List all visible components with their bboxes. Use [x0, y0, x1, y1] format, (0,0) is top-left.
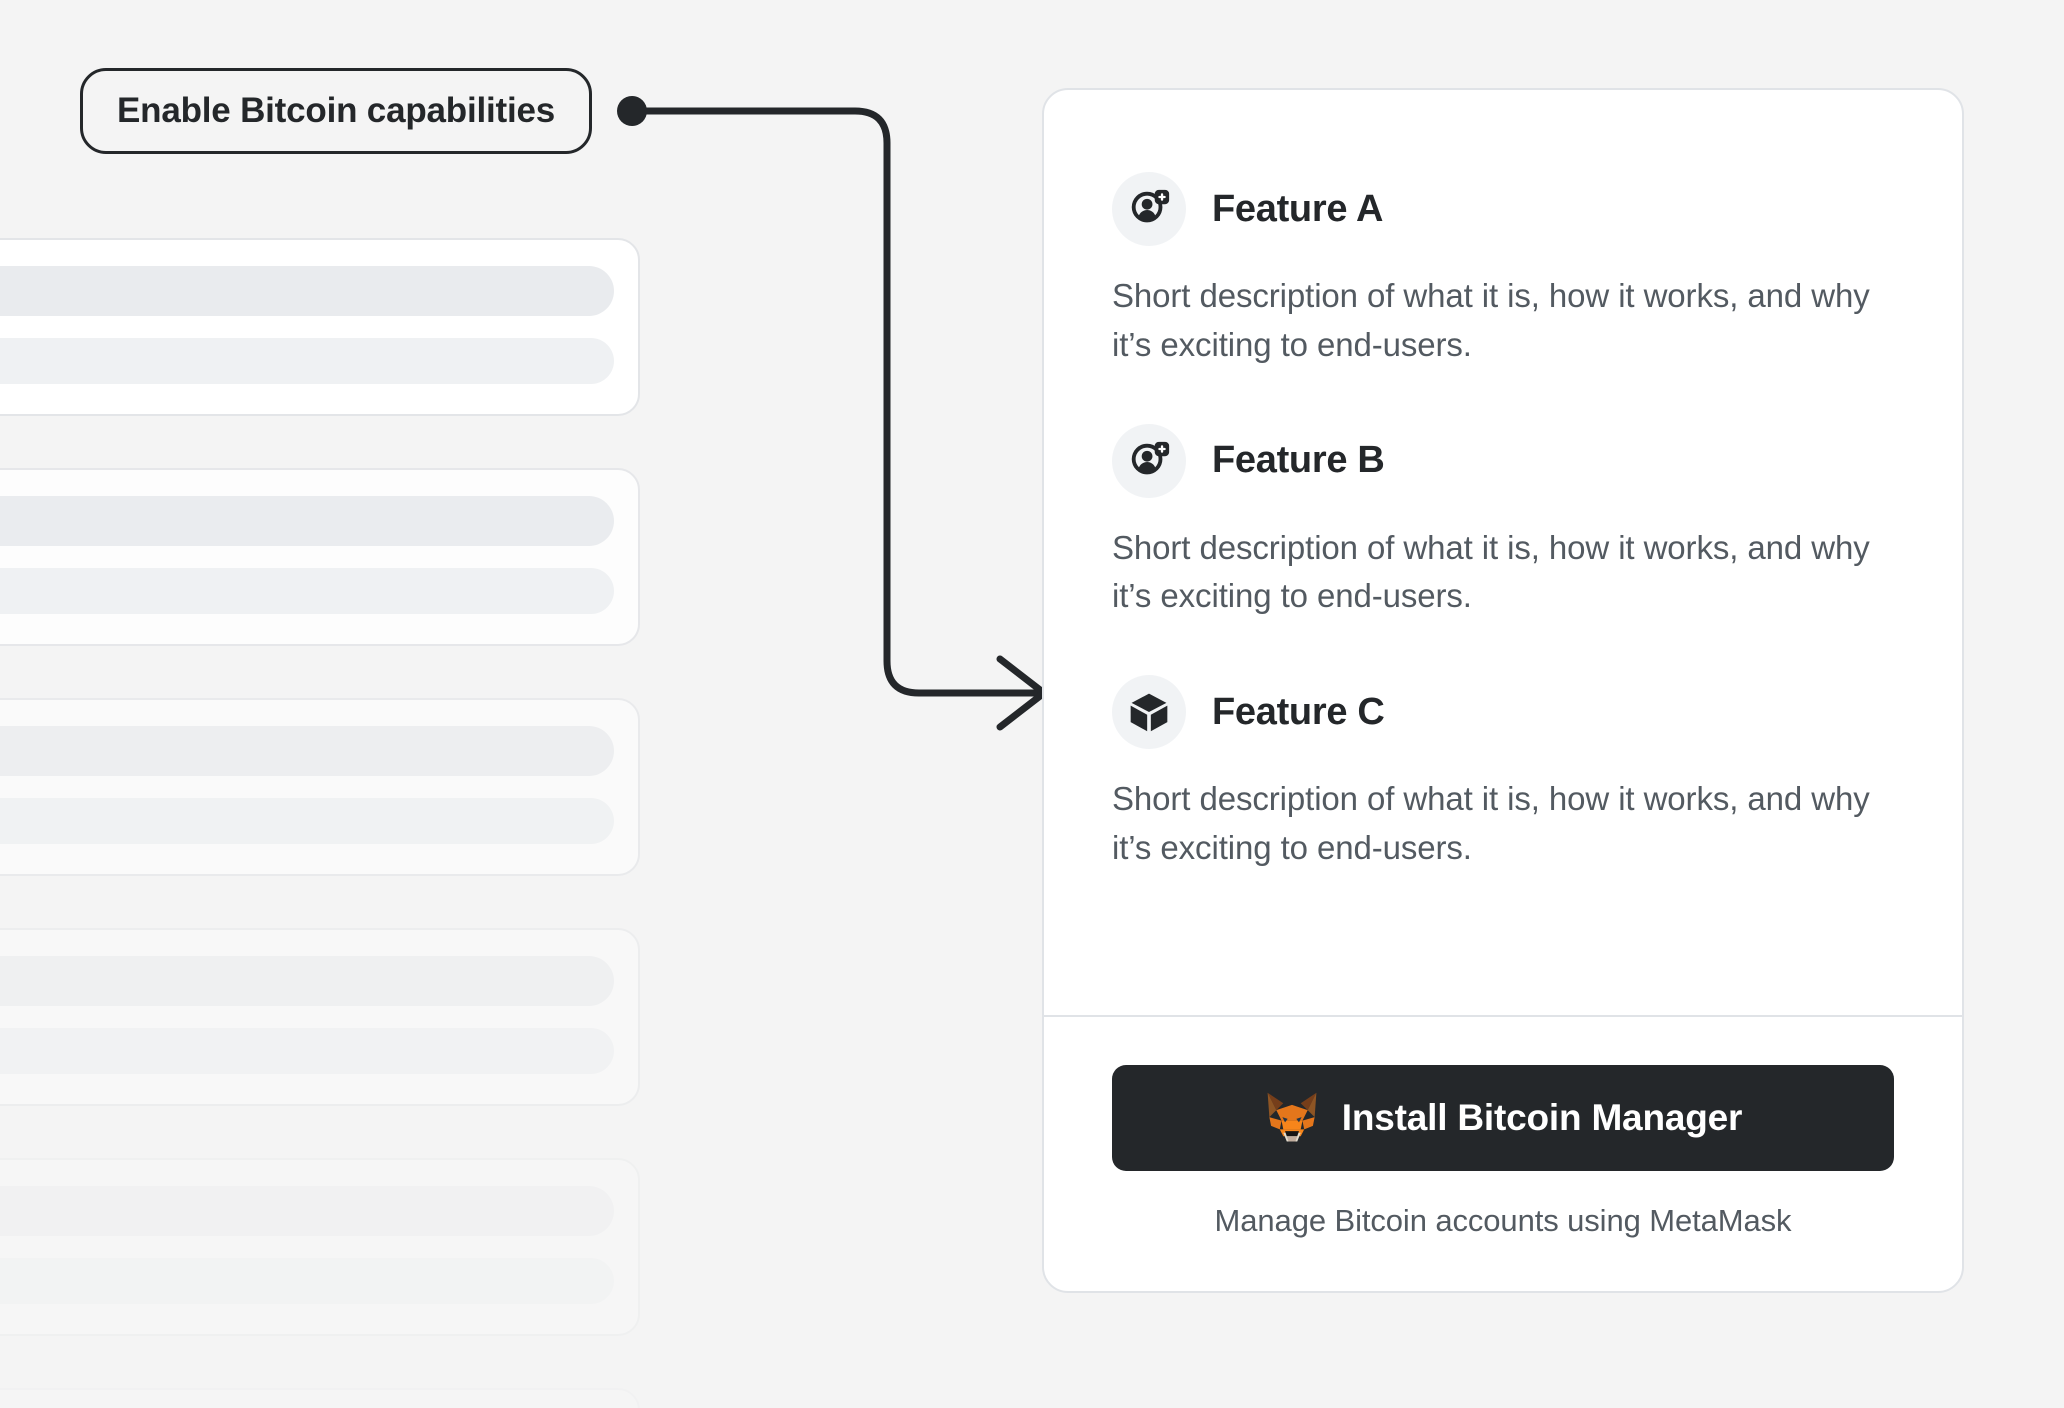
callout-label-text: Enable Bitcoin capabilities [117, 91, 556, 130]
feature-block-c: Feature C Short description of what it i… [1112, 675, 1894, 873]
skeleton-card [0, 468, 640, 646]
feature-a-description: Short description of what it is, how it … [1112, 277, 1870, 363]
feature-card: Feature A Short description of what it i… [1042, 88, 1964, 1293]
feature-a-header: Feature A [1112, 172, 1894, 246]
cube-icon [1112, 675, 1186, 750]
card-footer: Install Bitcoin Manager Manage Bitcoin a… [1044, 1017, 1962, 1291]
skeleton-bar [0, 496, 614, 546]
install-button-label: Install Bitcoin Manager [1341, 1097, 1743, 1138]
footer-note: Manage Bitcoin accounts using MetaMask [1214, 1203, 1792, 1238]
card-divider [1044, 1015, 1962, 1017]
skeleton-bar [0, 956, 614, 1006]
skeleton-card [0, 698, 640, 876]
feature-c-header: Feature C [1112, 675, 1894, 750]
install-bitcoin-manager-button[interactable]: Install Bitcoin Manager [1112, 1065, 1894, 1171]
skeleton-bar [0, 1028, 614, 1074]
background-skeleton-layer [0, 0, 700, 1408]
metamask-fox-icon [1264, 1091, 1320, 1145]
skeleton-bar [0, 338, 614, 384]
skeleton-card [0, 238, 640, 416]
add-user-icon [1112, 423, 1186, 498]
skeleton-bar [0, 1186, 614, 1236]
feature-c-title: Feature C [1212, 690, 1385, 733]
skeleton-card [0, 1158, 640, 1336]
feature-block-a: Feature A Short description of what it i… [1112, 172, 1894, 370]
skeleton-bar [0, 798, 614, 844]
add-user-icon [1112, 172, 1186, 246]
feature-b-header: Feature B [1112, 423, 1894, 498]
connector-dot [617, 96, 647, 126]
feature-b-title: Feature B [1212, 439, 1385, 482]
skeleton-bar [0, 266, 614, 316]
features-section: Feature A Short description of what it i… [1044, 90, 1962, 1015]
feature-a-title: Feature A [1212, 187, 1384, 230]
feature-block-b: Feature B Short description of what it i… [1112, 423, 1894, 622]
skeleton-card [0, 928, 640, 1106]
skeleton-card [0, 1388, 640, 1408]
skeleton-bar [0, 726, 614, 776]
feature-b-description: Short description of what it is, how it … [1112, 528, 1870, 615]
skeleton-bar [0, 568, 614, 614]
feature-c-description: Short description of what it is, how it … [1112, 780, 1870, 867]
skeleton-bar [0, 1258, 614, 1304]
callout-label: Enable Bitcoin capabilities [80, 68, 593, 154]
